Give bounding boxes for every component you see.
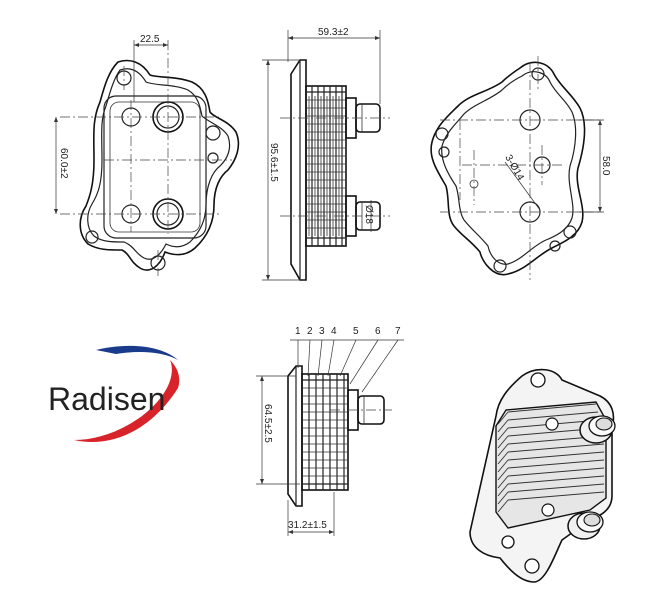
section-view: 1 2 3 4 5 6 7 64.5±2.5 31.2±1.5 <box>256 326 404 536</box>
dim-top-width: 22.5 <box>140 34 160 45</box>
dim-section-width: 31.2±1.5 <box>288 520 327 531</box>
front-view: 22.5 60.0±2 <box>54 34 240 276</box>
dim-pipe-diameter: Ø18 <box>363 205 374 224</box>
dim-left-height: 60.0±2 <box>58 148 69 179</box>
callout-7: 7 <box>395 326 401 337</box>
dim-side-height: 95.6±1.5 <box>268 143 279 182</box>
dim-bolt-circle: 3-Ø14 <box>502 153 526 183</box>
callout-2: 2 <box>307 326 313 337</box>
dim-right-height: 58.0 <box>600 156 611 176</box>
oil-cooler-3d-render <box>469 368 616 583</box>
rear-view: 3-Ø14 58.0 <box>430 56 611 280</box>
dim-side-width: 59.3±2 <box>318 27 349 38</box>
callout-5: 5 <box>353 326 359 337</box>
side-view: 59.3±2 95.6±1.5 Ø18 <box>262 27 390 281</box>
dim-section-height: 64.5±2.5 <box>262 404 273 443</box>
callout-6: 6 <box>375 326 381 337</box>
callout-4: 4 <box>331 326 337 337</box>
callout-3: 3 <box>319 326 325 337</box>
brand-name: Radisen <box>48 381 165 417</box>
radisen-logo: Radisen <box>48 345 180 442</box>
callout-1: 1 <box>295 326 301 337</box>
